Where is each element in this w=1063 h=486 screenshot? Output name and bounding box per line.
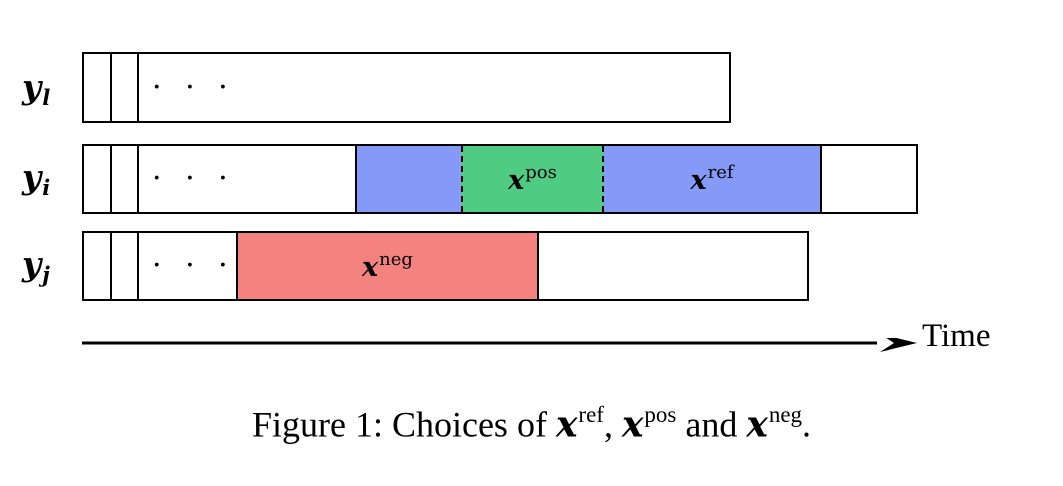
row-label-yj-var: y <box>22 244 42 283</box>
cell-divider <box>110 146 112 212</box>
row-label-yi-var: y <box>22 157 42 196</box>
row-label-yi: yi <box>22 160 50 198</box>
segment-x-ref-label: xref <box>690 161 734 197</box>
row-label-yj-sub: j <box>42 261 50 287</box>
caption-var-ref: x <box>555 403 578 446</box>
time-axis <box>82 338 917 356</box>
ellipsis-yj: · · · <box>152 248 235 283</box>
sequence-bar-yl: · · · <box>82 52 731 123</box>
cell-divider <box>110 233 112 299</box>
ellipsis-yi: · · · <box>152 161 235 196</box>
right-arrow-icon <box>82 338 917 352</box>
cell-divider <box>137 146 139 212</box>
caption-sup-ref: ref <box>578 402 604 427</box>
cell-divider <box>110 54 112 121</box>
caption-var-neg: x <box>746 403 768 446</box>
segment-x-neg: xneg <box>236 233 539 299</box>
cell-divider <box>137 54 139 121</box>
caption-sup-neg: neg <box>768 402 803 427</box>
caption-var-pos: x <box>621 403 644 446</box>
row-label-yl-sub: l <box>42 84 51 110</box>
sequence-bar-yi: · · · xpos xref <box>82 144 918 214</box>
row-label-yl: yl <box>22 70 50 108</box>
row-label-yi-sub: i <box>42 174 51 200</box>
caption-mid-1: , <box>603 404 622 445</box>
cell-divider <box>137 233 139 299</box>
segment-x-neg-label: xneg <box>362 248 413 284</box>
segment-x-ref-left-part <box>355 146 461 212</box>
row-label-yj: yj <box>22 247 50 285</box>
row-label-yl-var: y <box>22 67 42 106</box>
time-axis-label: Time <box>922 318 991 354</box>
segment-x-pos-label: xpos <box>508 161 557 197</box>
figure-caption: Figure 1: Choices of xref, xpos and xneg… <box>0 402 1063 446</box>
segment-x-ref: xref <box>604 146 822 212</box>
sequence-bar-yj: · · · xneg <box>82 231 809 301</box>
ellipsis-yl: · · · <box>152 69 235 105</box>
caption-suffix: . <box>802 404 812 445</box>
caption-sup-pos: pos <box>644 402 677 427</box>
caption-mid-2: and <box>676 404 747 445</box>
caption-prefix: Figure 1: Choices of <box>251 404 556 445</box>
segment-x-pos: xpos <box>461 146 604 212</box>
